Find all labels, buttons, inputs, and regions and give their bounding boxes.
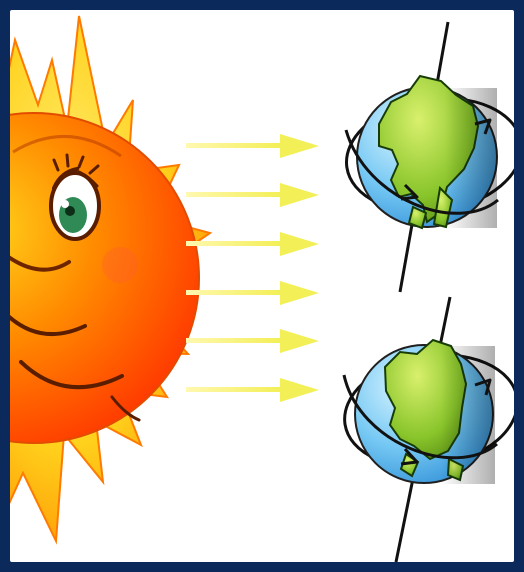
light-ray-arrow	[186, 378, 319, 402]
light-ray-arrow	[186, 329, 319, 353]
light-ray-arrow	[186, 281, 319, 305]
sun-earth-illustration	[10, 10, 514, 562]
bottom-earth-icon	[336, 297, 514, 562]
light-ray-arrow	[186, 134, 319, 158]
light-ray-group	[186, 134, 319, 402]
light-ray-arrow	[186, 183, 319, 207]
top-earth-icon	[339, 22, 514, 292]
sun-icon	[10, 16, 210, 541]
illustration-canvas	[10, 10, 514, 562]
